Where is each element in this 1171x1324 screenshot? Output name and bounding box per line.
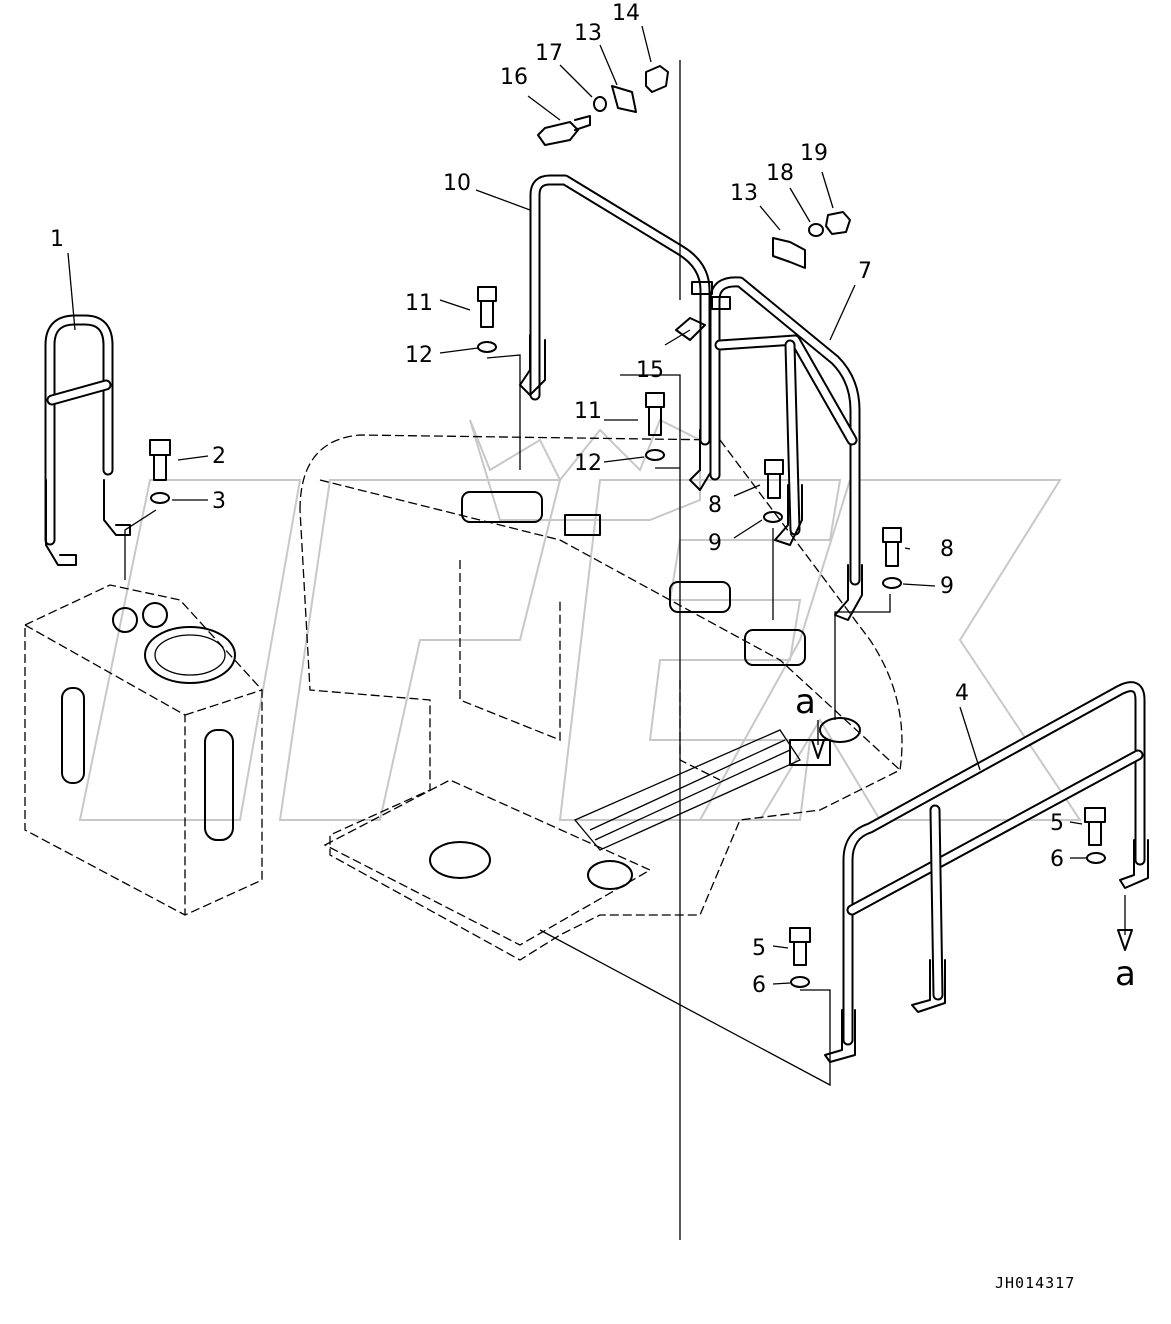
callout-18: 18 [766, 161, 794, 186]
callout-19: 19 [800, 141, 828, 166]
fuel-tank [24, 584, 263, 916]
callout-3: 3 [212, 489, 226, 514]
callout-15: 15 [636, 358, 664, 383]
callout-1: 1 [50, 227, 64, 252]
handrail-part-1 [44, 314, 131, 566]
callout-11-upper: 11 [405, 291, 433, 316]
fasteners [477, 286, 1106, 988]
callout-6-upper: 6 [1050, 847, 1064, 872]
reference-mark-a-bottom: a [1115, 954, 1136, 994]
callout-12-lower: 12 [574, 451, 602, 476]
clamp-hardware [537, 65, 851, 341]
callout-7: 7 [858, 259, 872, 284]
callout-13-upper: 13 [574, 21, 602, 46]
callout-6-lower: 6 [752, 973, 766, 998]
callout-13-right: 13 [730, 181, 758, 206]
callout-12-upper: 12 [405, 343, 433, 368]
watermark-logo [78, 418, 1082, 821]
diagram-code: JH014317 [995, 1274, 1075, 1292]
callout-16: 16 [500, 65, 528, 90]
callout-17: 17 [535, 41, 563, 66]
bolt-part-2 [124, 439, 209, 580]
callout-2: 2 [212, 444, 226, 469]
callout-9-right: 9 [940, 574, 954, 599]
callout-9-left: 9 [708, 531, 722, 556]
callout-8-right: 8 [940, 537, 954, 562]
callout-11-lower: 11 [574, 399, 602, 424]
callout-4: 4 [955, 681, 969, 706]
handrail-part-7 [709, 276, 863, 621]
callout-10: 10 [443, 171, 471, 196]
handrail-part-10 [519, 174, 713, 491]
callout-5-upper: 5 [1050, 811, 1064, 836]
callout-14: 14 [612, 1, 640, 26]
leader-lines [67, 25, 1133, 1240]
handrail-part-4 [824, 681, 1149, 1063]
reference-mark-a-top: a [795, 682, 816, 722]
callout-8-left: 8 [708, 493, 722, 518]
callout-5-lower: 5 [752, 936, 766, 961]
